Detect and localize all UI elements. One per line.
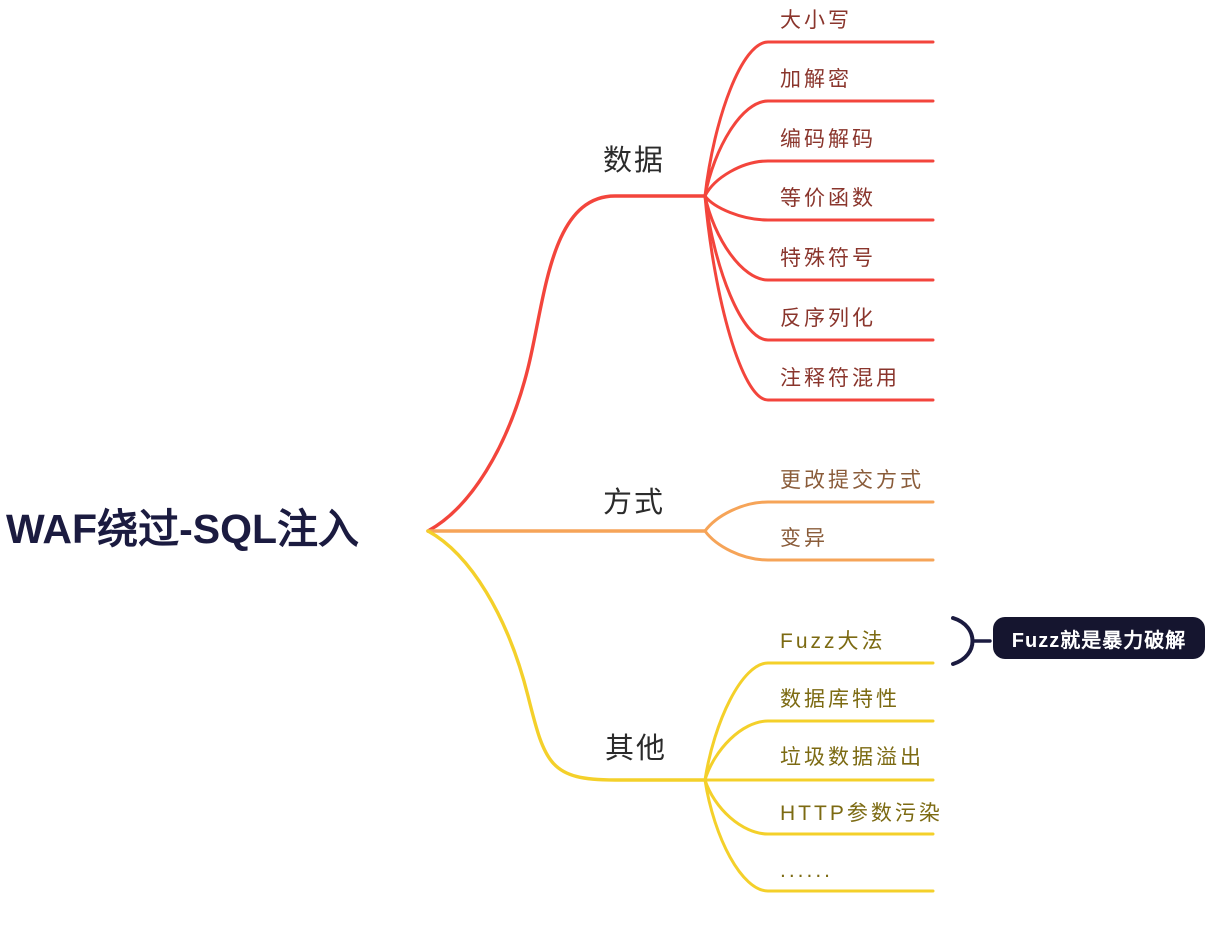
note-callout[interactable]: Fuzz就是暴力破解 (993, 617, 1205, 659)
child-node-encrypt[interactable]: 加解密 (780, 68, 852, 91)
child-node-case[interactable]: 大小写 (780, 9, 852, 32)
child-node-submit-method[interactable]: 更改提交方式 (780, 469, 924, 492)
child-node-equiv-func[interactable]: 等价函数 (780, 187, 876, 210)
branch-lines-other (426, 529, 935, 893)
branch-lines-method (426, 500, 935, 562)
child-node-junk-overflow[interactable]: 垃圾数据溢出 (780, 746, 924, 769)
child-node-db-feature[interactable]: 数据库特性 (780, 688, 900, 711)
child-node-encode[interactable]: 编码解码 (780, 128, 876, 151)
child-node-fuzz[interactable]: Fuzz大法 (780, 630, 886, 653)
root-node[interactable]: WAF绕过-SQL注入 (6, 506, 360, 552)
callout-brace-icon (951, 616, 992, 666)
child-node-deserialize[interactable]: 反序列化 (780, 307, 876, 330)
branch-lines-data (426, 40, 935, 533)
child-node-mutation[interactable]: 变异 (780, 527, 828, 550)
child-node-comment-mix[interactable]: 注释符混用 (780, 367, 900, 390)
child-node-ellipsis[interactable]: ...... (780, 859, 834, 882)
child-node-http-pollution[interactable]: HTTP参数污染 (780, 802, 943, 825)
note-callout-label: Fuzz就是暴力破解 (1011, 629, 1187, 652)
branch-node-other[interactable]: 其他 (605, 733, 668, 765)
child-node-special-char[interactable]: 特殊符号 (780, 247, 876, 270)
branch-node-data[interactable]: 数据 (603, 145, 666, 177)
branch-node-method[interactable]: 方式 (603, 487, 666, 519)
